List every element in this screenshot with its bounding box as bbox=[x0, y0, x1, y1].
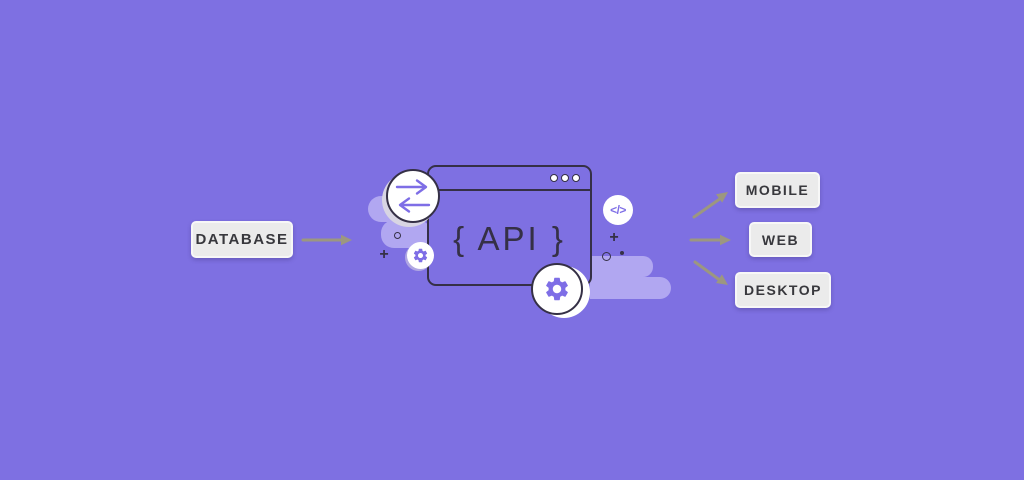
plus-symbol: + bbox=[379, 246, 389, 263]
database-node: DATABASE bbox=[191, 221, 293, 258]
window-dot bbox=[561, 174, 569, 182]
window-body: { API } bbox=[429, 191, 590, 286]
desktop-node: DESKTOP bbox=[735, 272, 831, 308]
database-label: DATABASE bbox=[195, 231, 289, 248]
code-icon: </> bbox=[603, 195, 633, 225]
circle-symbol bbox=[394, 232, 401, 239]
circle-symbol bbox=[602, 252, 611, 261]
gear-icon-small bbox=[407, 242, 434, 269]
desktop-label: DESKTOP bbox=[744, 282, 822, 298]
dot-symbol bbox=[620, 251, 624, 255]
plus-symbol: + bbox=[609, 229, 619, 246]
api-label: { API } bbox=[453, 219, 566, 257]
web-node: WEB bbox=[749, 222, 812, 257]
arrow-api-to-desktop bbox=[693, 260, 728, 285]
cloud-shape-right-bottom bbox=[590, 277, 671, 299]
mobile-node: MOBILE bbox=[735, 172, 820, 208]
transfer-arrows-icon bbox=[386, 169, 440, 223]
window-dot bbox=[550, 174, 558, 182]
arrow-database-to-api bbox=[301, 234, 352, 246]
web-label: WEB bbox=[761, 231, 800, 248]
window-dot bbox=[572, 174, 580, 182]
window-titlebar bbox=[429, 167, 590, 191]
arrow-api-to-web bbox=[689, 234, 731, 246]
arrow-api-to-mobile bbox=[692, 192, 728, 219]
gear-icon-large bbox=[531, 263, 583, 315]
code-glyph: </> bbox=[610, 203, 626, 217]
mobile-label: MOBILE bbox=[745, 182, 810, 198]
